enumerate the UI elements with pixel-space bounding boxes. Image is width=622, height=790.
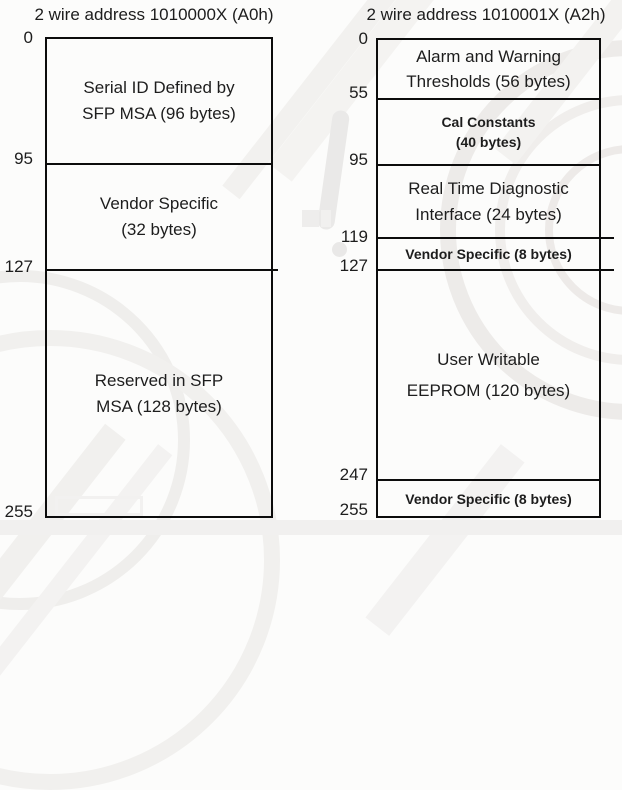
section-text-line: Reserved in SFP — [94, 370, 224, 390]
a2h-addr-label-0: 0 — [358, 29, 368, 48]
divider-overhang — [273, 269, 278, 271]
section-text-line: Vendor Specific — [99, 194, 219, 213]
section-text-line: Interface (24 bytes) — [415, 204, 562, 224]
a2h-addr-label-127: 127 — [339, 256, 368, 275]
a0h-addr-label-0: 0 — [23, 28, 33, 47]
section-serial-id: Serial ID Defined by SFP MSA (96 bytes) — [47, 39, 271, 165]
a0h-memory-box: Serial ID Defined by SFP MSA (96 bytes) … — [45, 37, 273, 518]
sfp-memory-map-diagram: 2 wire address 1010000X (A0h) Serial ID … — [4, 5, 614, 521]
section-text-line: Serial ID Defined by — [83, 78, 235, 97]
a2h-addr-label-119: 119 — [340, 227, 368, 246]
section-vendor-specific-8-upper: Vendor Specific (8 bytes) — [378, 239, 599, 271]
a2h-addr-label-247: 247 — [339, 465, 368, 484]
divider-overhang — [601, 269, 614, 271]
a0h-addr-label-255: 255 — [4, 502, 33, 521]
a0h-addr-label-127: 127 — [4, 257, 33, 276]
section-text-line: Alarm and Warning — [416, 47, 561, 66]
divider-overhang — [601, 237, 614, 239]
section-text-line: Cal Constants — [441, 114, 536, 130]
a2h-memory-box: Alarm and Warning Thresholds (56 bytes) … — [376, 38, 601, 518]
a2h-addr-label-255: 255 — [339, 500, 368, 519]
section-text-line: (40 bytes) — [455, 134, 522, 150]
section-text-line: MSA (128 bytes) — [96, 396, 222, 416]
section-text-line: Vendor Specific (8 bytes) — [405, 246, 572, 262]
a0h-title: 2 wire address 1010000X (A0h) — [34, 5, 274, 24]
a2h-addr-label-55: 55 — [349, 83, 368, 102]
section-text-line: User Writable — [437, 350, 540, 369]
section-alarm-warning-thresholds: Alarm and Warning Thresholds (56 bytes) — [378, 40, 599, 100]
section-text-line: SFP MSA (96 bytes) — [82, 104, 236, 123]
a2h-title: 2 wire address 1010001X (A2h) — [366, 5, 606, 24]
section-reserved-sfp-msa: Reserved in SFP MSA (128 bytes) — [47, 271, 271, 516]
section-cal-constants: Cal Constants (40 bytes) — [378, 100, 599, 166]
section-vendor-specific-8-lower: Vendor Specific (8 bytes) — [378, 481, 599, 516]
a2h-addr-label-95: 95 — [349, 150, 368, 169]
section-vendor-specific-32: Vendor Specific (32 bytes) — [47, 165, 271, 271]
a0h-addr-label-95: 95 — [14, 149, 33, 168]
section-real-time-diagnostic: Real Time Diagnostic Interface (24 bytes… — [378, 166, 599, 239]
section-text-line: Vendor Specific (8 bytes) — [405, 490, 572, 507]
section-user-writable-eeprom: User Writable EEPROM (120 bytes) — [378, 271, 599, 481]
section-text-line: Real Time Diagnostic — [408, 178, 569, 198]
section-text-line: Thresholds (56 bytes) — [406, 72, 571, 91]
section-text-line: EEPROM (120 bytes) — [406, 381, 571, 400]
section-text-line: (32 bytes) — [121, 220, 197, 239]
